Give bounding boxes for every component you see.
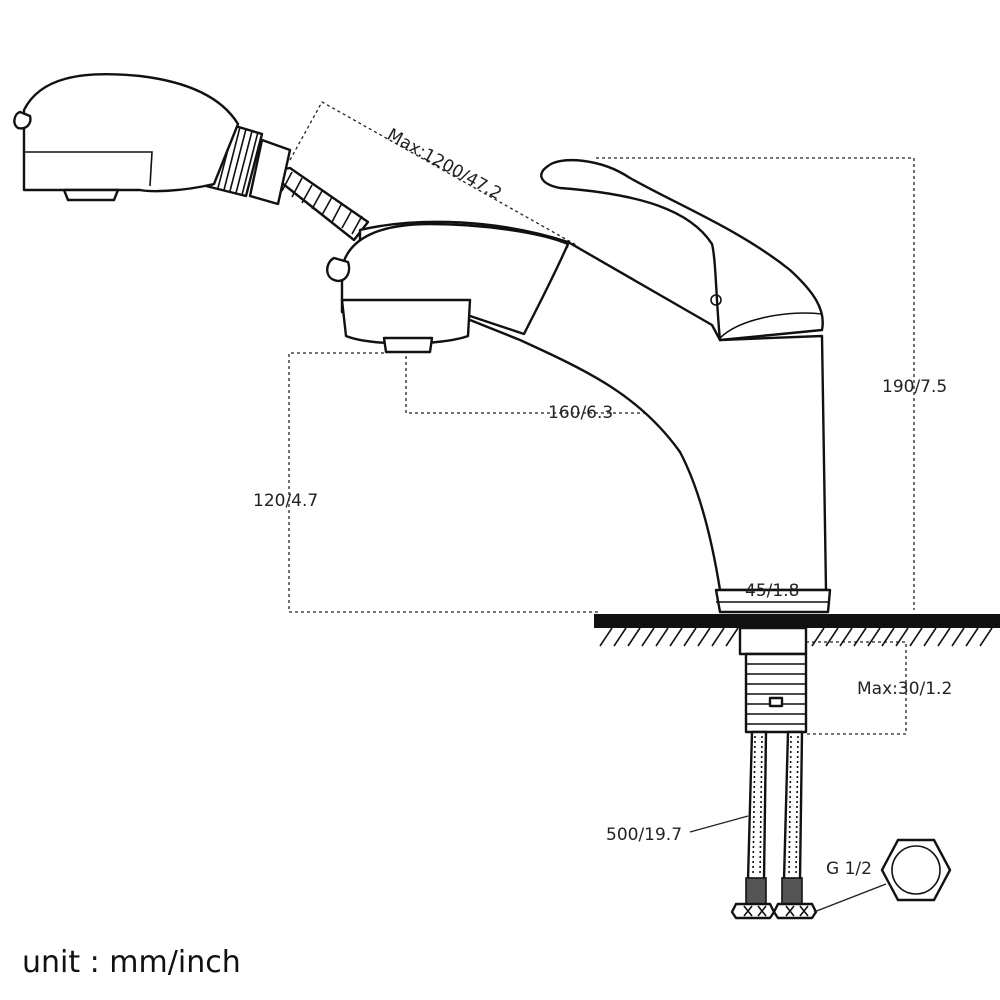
hex-nut-icon [880,838,952,902]
reach-label: 160/6.3 [548,403,613,423]
spout-height-label: 120/4.7 [253,491,318,511]
spout-height-dimension-line [288,352,600,613]
hose-max-label: Max:1200/47.2 [384,125,505,204]
supply-hose-label: 500/19.7 [606,825,682,845]
faucet-body [326,158,832,614]
supply-hose-leader [689,815,749,833]
height-label: 190/7.5 [882,377,947,397]
thread-leader [813,883,887,913]
deck-thickness-label: Max:30/1.2 [857,679,952,699]
unit-note: unit : mm/inch [22,945,241,980]
deck-hatching [599,627,993,647]
height-dimension-line [596,157,915,610]
supply-hoses [730,730,818,920]
reach-dimension-line [405,345,777,414]
spray-head-extended [13,73,370,242]
thread-label: G 1/2 [826,859,872,879]
countertop [594,614,1000,734]
base-diameter-label: 45/1.8 [745,581,799,601]
